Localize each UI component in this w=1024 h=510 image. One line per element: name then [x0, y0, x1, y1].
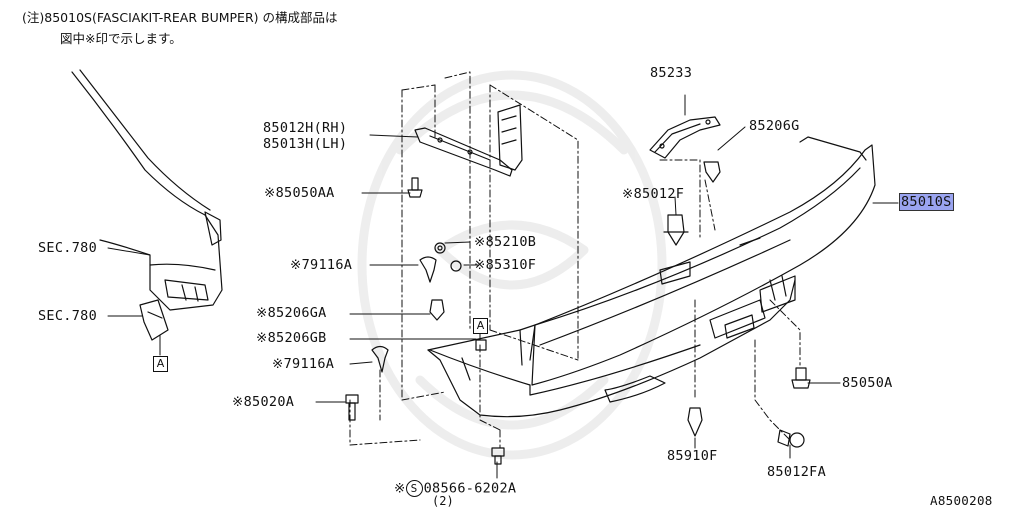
- figure-id: A8500208: [930, 493, 993, 508]
- fasteners: [345, 161, 811, 465]
- header-note-line1: (注)85010S(FASCIAKIT-REAR BUMPER) の構成部品は: [22, 10, 338, 25]
- reference-box-a-fender[interactable]: A: [153, 356, 168, 372]
- label-08566-quantity: (2): [432, 494, 454, 508]
- label-85210b[interactable]: ※85210B: [474, 234, 537, 250]
- label-85012h[interactable]: 85012H(RH): [263, 120, 348, 136]
- label-08566-number: 08566-6202A: [423, 480, 517, 497]
- label-85050aa[interactable]: ※85050AA: [264, 185, 335, 201]
- fender-outline: [71, 69, 223, 341]
- label-85050a[interactable]: 85050A: [842, 375, 893, 391]
- reinforcement-85233: [649, 116, 721, 159]
- label-85233[interactable]: 85233: [650, 65, 693, 81]
- label-85010s-highlighted[interactable]: 85010S: [899, 193, 954, 211]
- label-85206gb[interactable]: ※85206GB: [256, 330, 327, 346]
- header-note-line2: 図中※印で示します。: [60, 31, 182, 46]
- label-85012fa[interactable]: 85012FA: [767, 464, 826, 480]
- rear-bumper-fascia: [427, 136, 876, 418]
- bracket-85012h: [414, 127, 513, 177]
- label-85206ga[interactable]: ※85206GA: [256, 305, 327, 321]
- label-85206g[interactable]: 85206G: [749, 118, 800, 134]
- label-85020a[interactable]: ※85020A: [232, 394, 295, 410]
- label-08566-circle: S: [405, 480, 423, 497]
- leader-lines: [107, 94, 899, 479]
- label-79116a-lower[interactable]: ※79116A: [272, 356, 335, 372]
- label-85013h[interactable]: 85013H(LH): [263, 136, 348, 152]
- label-sec780-lower[interactable]: SEC.780: [38, 308, 97, 324]
- label-sec780-upper[interactable]: SEC.780: [38, 240, 97, 256]
- watermark-emblem: [357, 70, 667, 460]
- label-85910f[interactable]: 85910F: [667, 448, 718, 464]
- label-85012f[interactable]: ※85012F: [622, 186, 685, 202]
- reference-box-a-bumper[interactable]: A: [473, 318, 488, 334]
- label-08566-prefix: ※: [394, 480, 406, 497]
- side-bracket: [497, 104, 523, 171]
- label-85310f[interactable]: ※85310F: [474, 257, 537, 273]
- label-79116a-upper[interactable]: ※79116A: [290, 257, 353, 273]
